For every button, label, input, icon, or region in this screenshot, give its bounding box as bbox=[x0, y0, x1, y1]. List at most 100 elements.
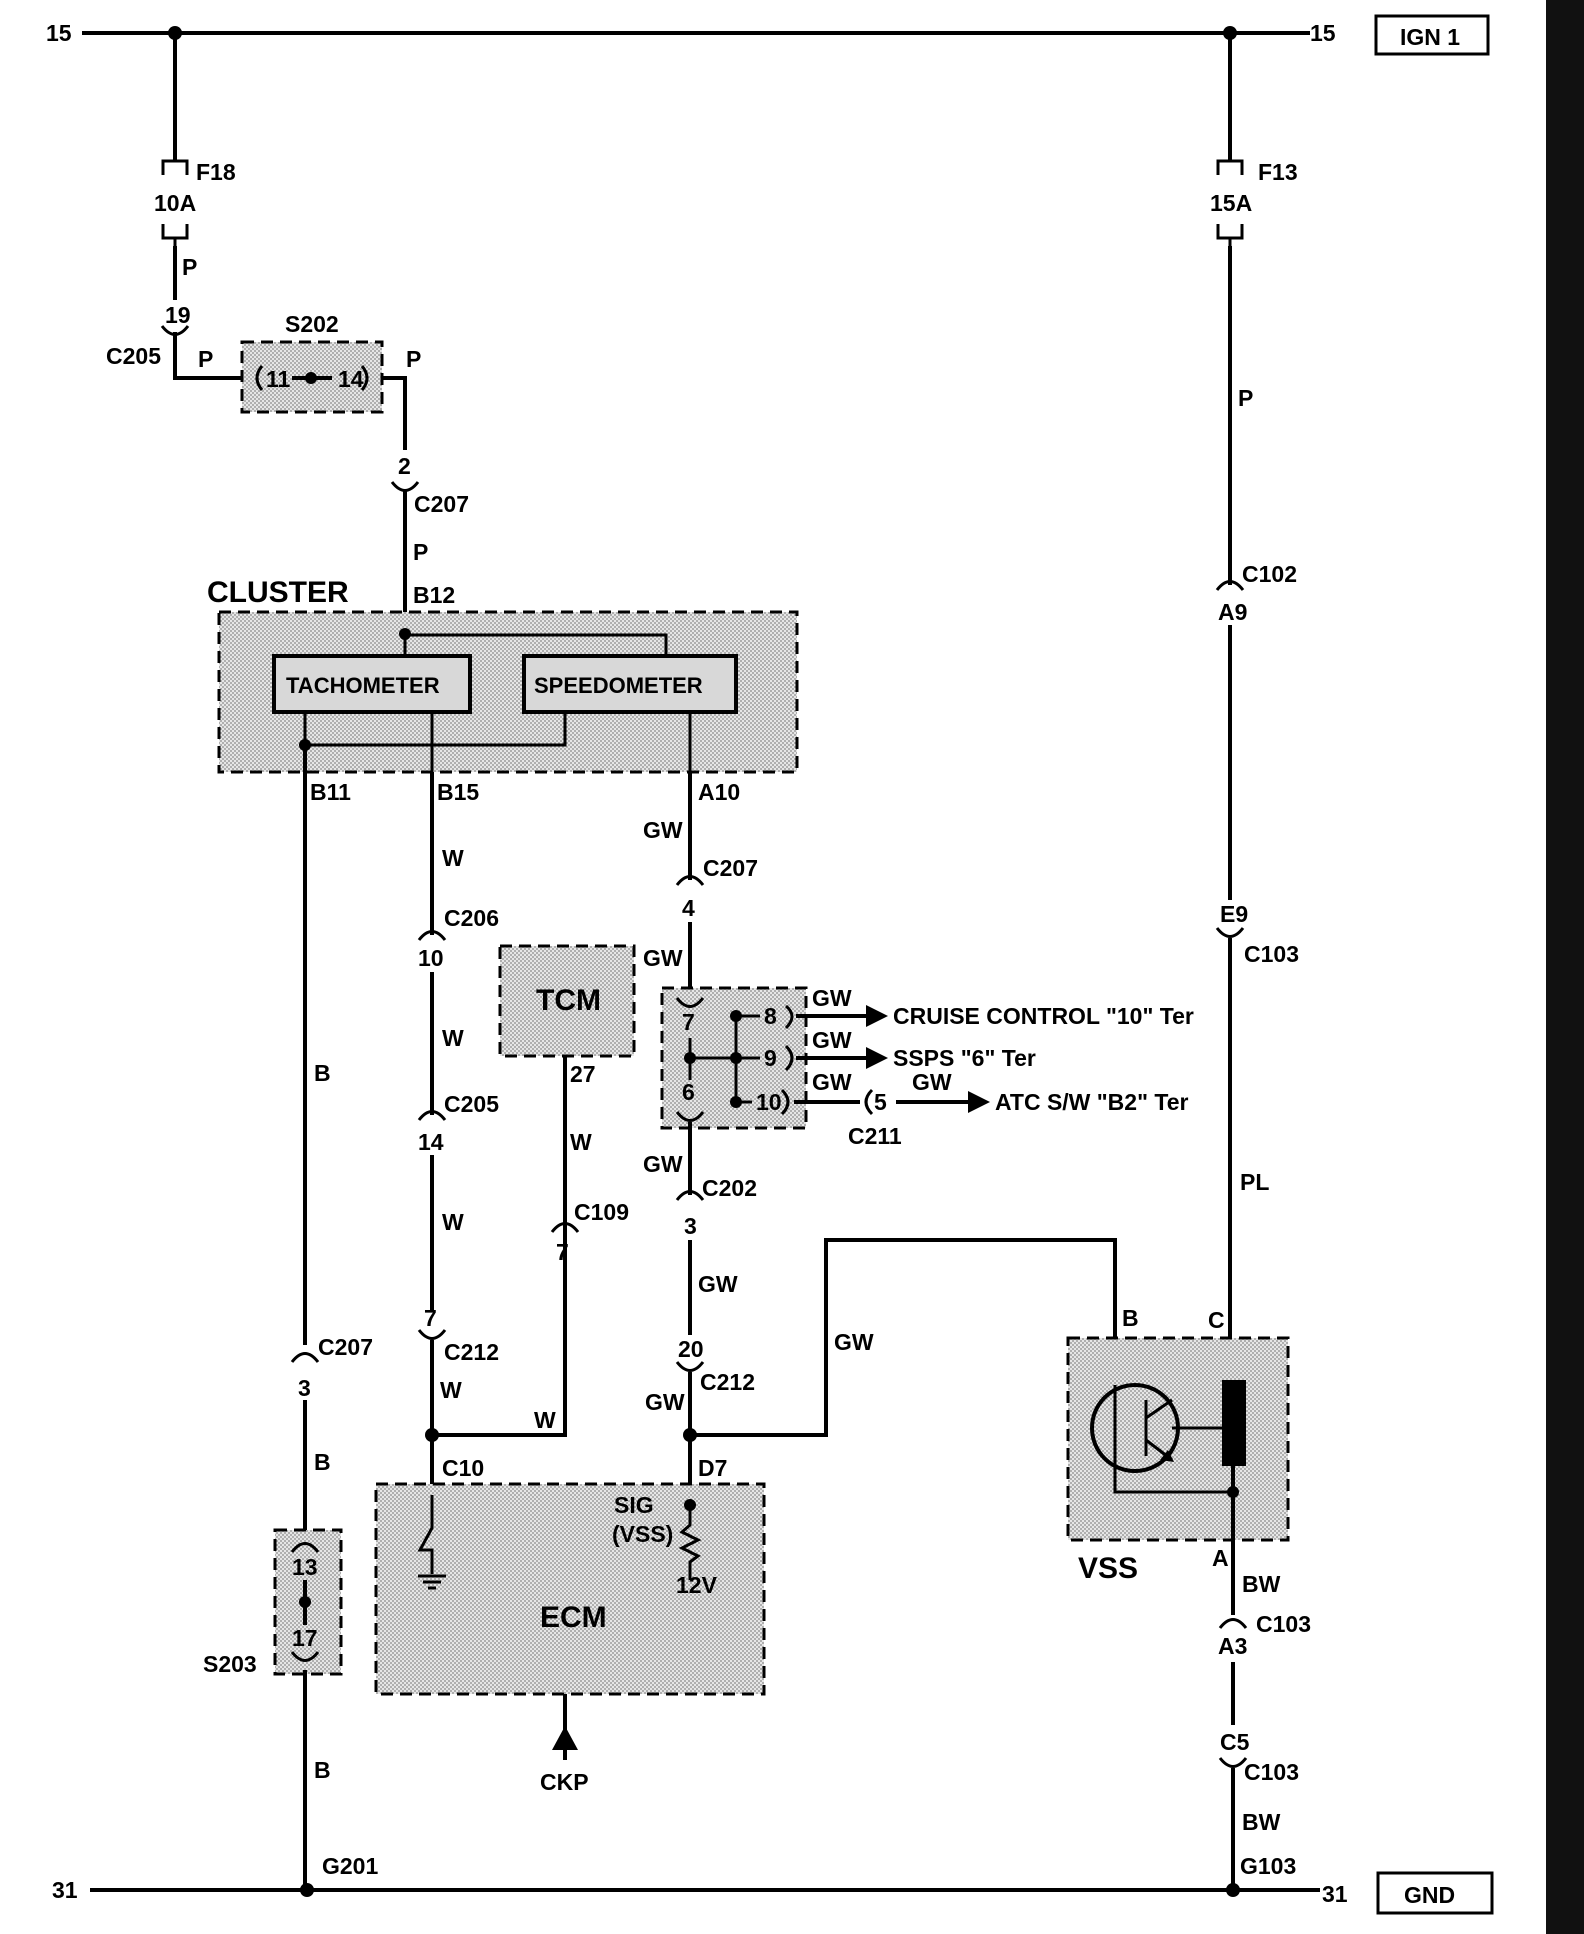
junction-pin-label: 6 bbox=[682, 1079, 695, 1105]
ecm-vss-label: (VSS) bbox=[612, 1521, 673, 1547]
gnd-terminal-label: GND bbox=[1404, 1882, 1455, 1908]
tcm-label: TCM bbox=[536, 984, 601, 1017]
c103-connector-label: C103 bbox=[1244, 1759, 1299, 1785]
c102-connector-label: C102 bbox=[1242, 561, 1297, 587]
instrument-cluster: CLUSTER TACHOMETER SPEEDOMETER bbox=[207, 576, 799, 774]
c211-pin-label: 5 bbox=[874, 1089, 887, 1115]
wire-color-bw: BW bbox=[1242, 1809, 1281, 1835]
output-ssps: SSPS "6" Ter bbox=[893, 1045, 1036, 1071]
c202-connector-label: C202 bbox=[702, 1175, 757, 1201]
f13-fuse-label: F13 bbox=[1258, 159, 1298, 185]
top-left-rail-label: 15 bbox=[46, 20, 72, 46]
ecm-label: ECM bbox=[540, 1601, 607, 1634]
f18-fuse-label: F18 bbox=[196, 159, 236, 185]
junction-pin-label: 8 bbox=[764, 1003, 777, 1029]
top-right-rail-label: 15 bbox=[1310, 20, 1336, 46]
ecm-sig-label: SIG bbox=[614, 1492, 654, 1518]
wire-color-w: W bbox=[570, 1129, 592, 1155]
c206-connector-label: C206 bbox=[444, 905, 499, 931]
c103-connector-label: C103 bbox=[1256, 1611, 1311, 1637]
junction-pin-label: 7 bbox=[682, 1009, 695, 1035]
wire-color-p: P bbox=[406, 346, 421, 372]
output-cruise-control: CRUISE CONTROL "10" Ter bbox=[893, 1003, 1194, 1029]
bottom-rail: 31 31 GND bbox=[52, 1871, 1494, 1915]
vss-pin-c: C bbox=[1208, 1307, 1225, 1333]
c205-connector-label: C205 bbox=[444, 1091, 499, 1117]
gnd-terminal-box bbox=[1376, 1871, 1494, 1915]
f13-rating-label: 15A bbox=[1210, 190, 1252, 216]
c109-pin-label: 7 bbox=[556, 1239, 569, 1265]
bottom-left-rail-label: 31 bbox=[52, 1877, 78, 1903]
c207-pin-label: 3 bbox=[298, 1375, 311, 1401]
c207-pin-label: 4 bbox=[682, 895, 695, 921]
wire-color-p: P bbox=[182, 254, 197, 280]
f18-fuse-branch: F18 10A P 19 C205 P S202 11 14 P 2 C207 … bbox=[106, 33, 469, 635]
tcm-pin-label: 27 bbox=[570, 1061, 596, 1087]
tachometer-label: TACHOMETER bbox=[286, 673, 440, 698]
cluster-label: CLUSTER bbox=[207, 576, 349, 609]
wire-color-gw: GW bbox=[912, 1069, 952, 1095]
c102-pin-label: A9 bbox=[1218, 599, 1247, 625]
junction-pin-label: 9 bbox=[764, 1045, 777, 1071]
speedometer-gauge bbox=[522, 654, 738, 714]
output-atc-switch: ATC S/W "B2" Ter bbox=[995, 1089, 1189, 1115]
ign1-terminal-label: IGN 1 bbox=[1400, 24, 1460, 50]
vss-label: VSS bbox=[1078, 1552, 1138, 1585]
ecm-box bbox=[374, 1482, 766, 1696]
tachometer-gauge bbox=[272, 654, 472, 714]
a10-speed-branch: A10 GW C207 4 GW 7 8 9 10 6 GW CRUISE CO… bbox=[643, 772, 1194, 1505]
wire-color-gw: GW bbox=[812, 985, 852, 1011]
cluster-pin-b11: B11 bbox=[310, 779, 351, 805]
c109-connector-label: C109 bbox=[574, 1199, 629, 1225]
wire-color-gw: GW bbox=[643, 945, 683, 971]
wire-color-gw: GW bbox=[643, 817, 683, 843]
wire-color-w: W bbox=[442, 845, 464, 871]
wire-color-gw: GW bbox=[812, 1027, 852, 1053]
c202-pin-label: 3 bbox=[684, 1213, 697, 1239]
wire-color-w: W bbox=[442, 1209, 464, 1235]
c205-pin-label: 14 bbox=[418, 1129, 444, 1155]
cluster-pin-a10: A10 bbox=[698, 779, 740, 805]
b15-tach-branch: B15 W C206 10 W C205 14 W 7 C212 W W C10 bbox=[417, 772, 567, 1495]
c211-connector-label: C211 bbox=[848, 1123, 902, 1149]
ecm-module: SIG (VSS) 12V ECM CKP bbox=[374, 1482, 766, 1795]
vss-pin-b: B bbox=[1122, 1305, 1139, 1331]
c207-connector-label: C207 bbox=[414, 491, 469, 517]
s202-pin-label: 14 bbox=[338, 366, 364, 392]
c103-connector-label: C103 bbox=[1244, 941, 1299, 967]
b11-ground-branch: B11 B C207 3 B 13 17 S203 B G201 bbox=[203, 745, 378, 1890]
s203-pin-label: 13 bbox=[292, 1554, 318, 1580]
wire-color-p: P bbox=[198, 346, 213, 372]
c103-pin-label: E9 bbox=[1220, 901, 1248, 927]
ecm-12v-label: 12V bbox=[676, 1572, 718, 1598]
cluster-pin-b12: B12 bbox=[413, 582, 455, 608]
c212-pin-label: 20 bbox=[678, 1336, 704, 1362]
c207-connector-label: C207 bbox=[703, 855, 758, 881]
wire-color-p: P bbox=[1238, 385, 1253, 411]
c206-pin-label: 10 bbox=[418, 945, 444, 971]
ckp-label: CKP bbox=[540, 1769, 589, 1795]
g103-ground-label: G103 bbox=[1240, 1853, 1296, 1879]
wire-color-bw: BW bbox=[1242, 1571, 1281, 1597]
f13-fuse-branch: F13 15A P C102 A9 E9 C103 PL bbox=[1210, 33, 1299, 1385]
vss-sensor: B C VSS A BW C103 A3 C5 C103 BW G103 bbox=[1066, 1305, 1311, 1890]
wire-color-gw: GW bbox=[643, 1151, 683, 1177]
wire-color-gw: GW bbox=[645, 1389, 685, 1415]
cluster-pin-b15: B15 bbox=[437, 779, 479, 805]
ecm-pin-c10: C10 bbox=[442, 1455, 484, 1481]
c212-pin-label: 7 bbox=[424, 1305, 437, 1331]
ecm-pin-d7: D7 bbox=[698, 1455, 727, 1481]
bottom-right-rail-label: 31 bbox=[1322, 1881, 1348, 1907]
c103-pin-label: C5 bbox=[1220, 1729, 1250, 1755]
top-rail: 15 15 IGN 1 bbox=[46, 14, 1490, 56]
c212-connector-label: C212 bbox=[700, 1369, 755, 1395]
s202-splice-label: S202 bbox=[285, 311, 339, 337]
s202-pin-label: 11 bbox=[266, 366, 291, 392]
wire-color-pl: PL bbox=[1240, 1169, 1269, 1195]
vss-coil bbox=[1222, 1380, 1246, 1466]
wire-color-w: W bbox=[442, 1025, 464, 1051]
ign1-terminal-box bbox=[1374, 14, 1490, 56]
wire-color-p: P bbox=[413, 539, 428, 565]
wire-color-gw: GW bbox=[834, 1329, 874, 1355]
